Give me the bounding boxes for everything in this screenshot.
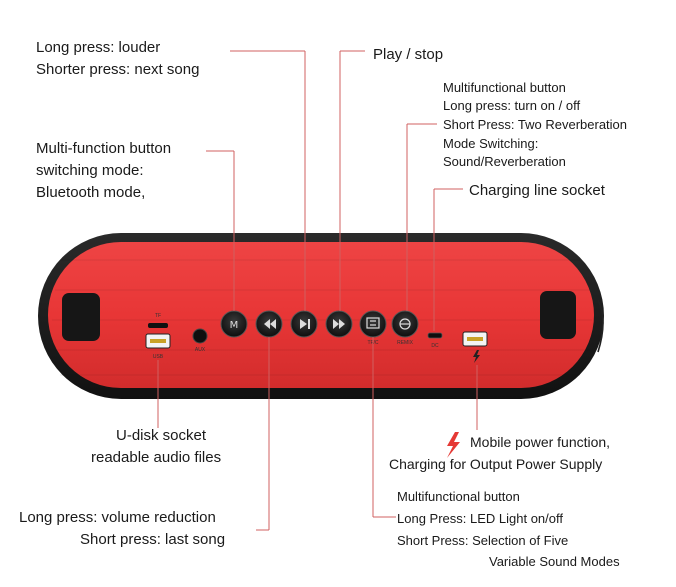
- tf-slot[interactable]: [148, 323, 168, 328]
- led-line1: Multifunctional button: [397, 490, 520, 503]
- speaker-body: [38, 233, 604, 399]
- volume-down-line1: Long press: volume reduction: [19, 510, 216, 525]
- volume-down-line2: Short press: last song: [80, 532, 225, 547]
- dc-socket[interactable]: [428, 333, 442, 338]
- led-line4: Variable Sound Modes: [489, 555, 620, 568]
- mobile-power-line2: Charging for Output Power Supply: [389, 457, 602, 471]
- left-handle: [62, 293, 100, 341]
- charging-socket-label: Charging line socket: [469, 183, 605, 198]
- usb-label: USB: [153, 354, 164, 360]
- light-button[interactable]: [360, 311, 386, 337]
- right-handle: [540, 291, 576, 339]
- mode-switch-line2: switching mode:: [36, 163, 144, 178]
- mode-icon: M: [230, 320, 239, 331]
- multi-reverb-line1: Multifunctional button: [443, 81, 566, 94]
- multi-reverb-line4: Mode Switching:: [443, 137, 538, 150]
- aux-label: AUX: [195, 347, 206, 353]
- multi-reverb-line2: Long press: turn on / off: [443, 99, 580, 112]
- multi-reverb-line5: Sound/Reverberation: [443, 155, 566, 168]
- mode-button[interactable]: M: [221, 311, 247, 337]
- udisk-line2: readable audio files: [91, 450, 221, 465]
- remix-label: REMIX: [397, 340, 414, 346]
- led-line2: Long Press: LED Light on/off: [397, 512, 563, 525]
- tf-label: TF: [155, 313, 161, 319]
- remix-button[interactable]: [392, 311, 418, 337]
- mobile-power-line1: Mobile power function,: [470, 435, 610, 449]
- play-stop-label: Play / stop: [373, 47, 443, 62]
- udisk-line1: U-disk socket: [116, 428, 206, 443]
- multi-reverb-line3: Short Press: Two Reverberation: [443, 118, 627, 131]
- play-pause-button[interactable]: [291, 311, 317, 337]
- previous-button[interactable]: [256, 311, 282, 337]
- led-line3: Short Press: Selection of Five: [397, 534, 568, 547]
- next-button[interactable]: [326, 311, 352, 337]
- dc-label: DC: [431, 343, 439, 349]
- lightning-bolt-icon: [447, 432, 460, 458]
- volume-up-line2: Shorter press: next song: [36, 62, 199, 77]
- aux-jack[interactable]: [193, 329, 207, 343]
- speaker-face: [48, 242, 594, 388]
- usb-contacts: [150, 339, 166, 343]
- mode-switch-line3: Bluetooth mode,: [36, 185, 145, 200]
- volume-up-line1: Long press: louder: [36, 40, 160, 55]
- mode-switch-line1: Multi-function button: [36, 141, 171, 156]
- output-usb-contacts: [467, 337, 483, 341]
